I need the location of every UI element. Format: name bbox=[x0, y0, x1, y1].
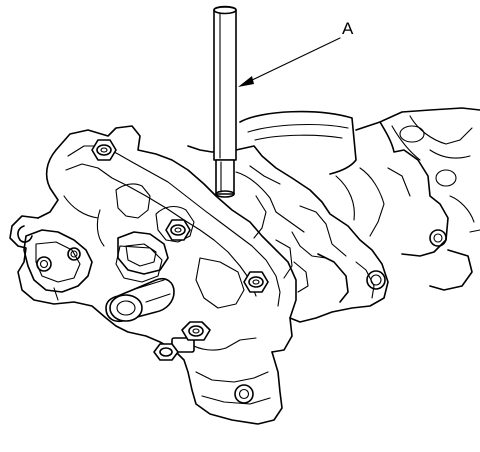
bolt-lower-stud bbox=[153, 321, 211, 361]
callout-a-leader-line bbox=[247, 37, 341, 83]
bolt-upper-center bbox=[165, 219, 191, 241]
callout-a-arrowhead bbox=[238, 76, 254, 87]
bolt-top-left bbox=[91, 139, 117, 161]
callout-a: A bbox=[238, 19, 354, 87]
callout-a-label: A bbox=[342, 19, 354, 38]
pump-shaft bbox=[105, 277, 175, 323]
engine-block-right bbox=[239, 107, 480, 291]
cover-body bbox=[187, 145, 389, 353]
bolt-right-center bbox=[243, 271, 269, 293]
tool-a-rod bbox=[213, 5, 237, 198]
